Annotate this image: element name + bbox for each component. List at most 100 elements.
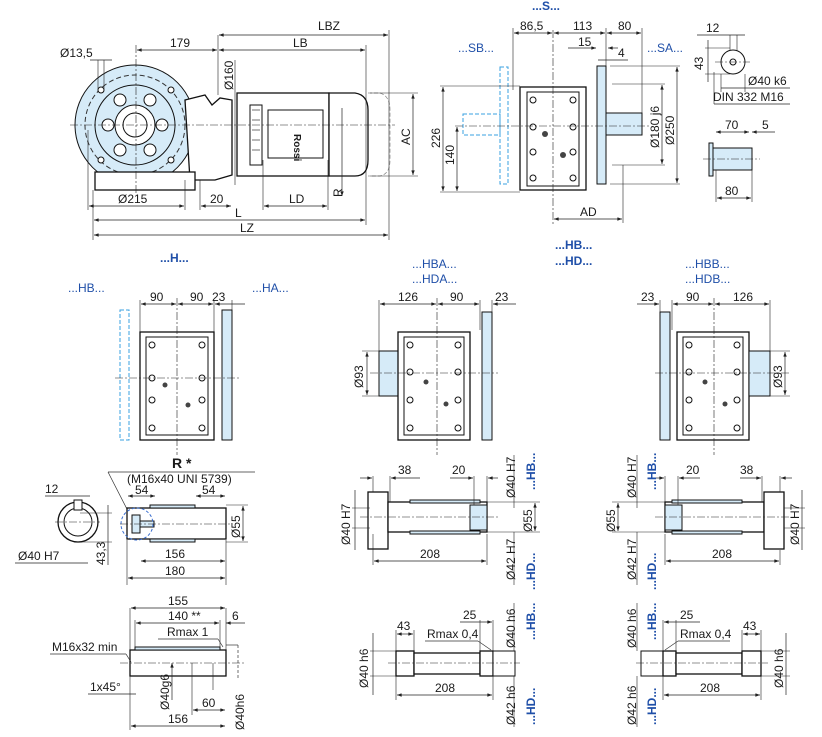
dim-43: 43: [743, 619, 757, 633]
dim-20: 20: [210, 192, 224, 206]
hba-version-view: ...HBA... ...HDA... 126 90 23 Ø93: [352, 257, 516, 455]
dim-6: 6: [232, 609, 239, 623]
dim-lb: LB: [293, 36, 308, 50]
dim-r: R: [331, 188, 345, 197]
dim-155: 155: [168, 594, 188, 608]
label-ha: ...HA...: [252, 281, 289, 295]
dim-d93: Ø93: [352, 365, 366, 388]
dim-226: 226: [429, 128, 443, 148]
roughness-rmax-0-4: Rmax 0,4: [680, 627, 732, 641]
dim-113: 113: [573, 19, 592, 33]
customer-shaft-detail: 155 140 ** 6 Rmax 1 M16x32 min 1x45° Ø40…: [50, 594, 247, 730]
title-hbb: ...HBB...: [685, 257, 730, 271]
dim-90-left: 90: [150, 290, 164, 304]
dim-ld: LD: [289, 192, 305, 206]
title-hba: ...HBA...: [412, 257, 457, 271]
dim-80-shaft: 80: [725, 184, 739, 198]
dim-38: 38: [398, 463, 412, 477]
dim-23: 23: [495, 290, 509, 304]
chamfer-1x45: 1x45°: [90, 680, 121, 694]
hb-hollow-shaft-b: 20 38 Ø40 H7 ...HB... Ø55 Ø42 H7 ...HD..…: [604, 453, 805, 590]
label-hb: ...HB...: [645, 453, 659, 490]
dim-d40-h7-right: Ø40 H7: [788, 503, 802, 545]
detail-r-spec: (M16x40 UNI 5739): [127, 472, 232, 486]
dim-23: 23: [641, 290, 655, 304]
dim-4: 4: [618, 46, 625, 60]
dim-25: 25: [680, 608, 694, 622]
dim-38: 38: [740, 463, 754, 477]
dim-15: 15: [578, 35, 592, 49]
dim-90-right: 90: [190, 290, 204, 304]
solid-shaft-a: 43 25 Rmax 0,4 Ø40 h6 Ø40 h6 ...HB... Ø4…: [357, 603, 538, 727]
label-hb: ...HB...: [68, 281, 105, 295]
gearmotor-side-view: Rossi LBZ LB 179 Ø13,5 Ø160 Ø215 20 LD R…: [60, 19, 418, 240]
label-hd: ...HD...: [524, 688, 538, 725]
dim-d40-k6: Ø40 k6: [748, 74, 787, 88]
dim-d42-h6: Ø42 h6: [625, 685, 639, 725]
dim-d42-h7: Ø42 H7: [625, 538, 639, 580]
thread-m16x32: M16x32 min: [52, 640, 117, 654]
dim-d42-h7: Ø42 H7: [504, 538, 518, 580]
title-hda: ...HDA...: [412, 272, 457, 286]
dim-5: 5: [762, 118, 769, 132]
dim-180: 180: [165, 564, 185, 578]
dim-60: 60: [202, 696, 216, 710]
dim-126: 126: [733, 290, 753, 304]
dim-80: 80: [618, 19, 632, 33]
dim-208: 208: [700, 681, 720, 695]
dim-156: 156: [165, 547, 185, 561]
dim-d55: Ø55: [604, 509, 618, 532]
hollow-shaft-detail: R * (M16x40 UNI 5739) 12 Ø40 H7 43,3 54 …: [15, 455, 255, 585]
dim-70: 70: [725, 118, 739, 132]
dim-d40-h7: Ø40 H7: [18, 549, 60, 563]
dim-lbz: LBZ: [318, 19, 340, 33]
dim-d250: Ø250: [663, 115, 677, 145]
label-sb: ...SB...: [458, 41, 494, 55]
title-h: ...H...: [160, 251, 189, 265]
dim-126: 126: [398, 290, 418, 304]
dim-d55: Ø55: [229, 515, 243, 538]
s-version-view: ...S... ...SB... ...SA... 86,5 113 80 15…: [429, 0, 683, 225]
dim-d40-h6: Ø40 h6: [504, 608, 518, 648]
roughness-rmax-1: Rmax 1: [167, 625, 209, 639]
dim-d160: Ø160: [222, 60, 236, 90]
solid-shaft-b: 25 Rmax 0,4 43 Ø40 h6 ...HB... Ø42 h6 ..…: [625, 603, 790, 727]
dim-43: 43: [692, 56, 706, 70]
dim-d40-h6-left: Ø40 h6: [357, 648, 371, 688]
dim-key-12: 12: [706, 21, 720, 35]
dim-d40-h7: Ø40 H7: [504, 456, 518, 498]
dim-156: 156: [168, 712, 188, 726]
label-hb: ...HB...: [524, 603, 538, 640]
dim-ad: AD: [580, 205, 597, 219]
dim-140: 140: [443, 145, 457, 165]
dim-key-12: 12: [45, 482, 59, 496]
dim-d42-h6: Ø42 h6: [504, 685, 518, 725]
dim-d40h6: Ø40h6: [233, 694, 247, 730]
dim-d40-h6: Ø40 h6: [625, 608, 639, 648]
dim-43-3: 43,3: [94, 541, 108, 565]
dim-d40-h7: Ø40 H7: [625, 456, 639, 498]
dim-208: 208: [420, 547, 440, 561]
title-hd: ...HD...: [555, 254, 592, 268]
dim-l: L: [235, 206, 242, 220]
label-hb: ...HB...: [645, 603, 659, 640]
hbb-version-view: ...HBB... ...HDB... 23 90 126 Ø93: [637, 257, 790, 455]
label-sa: ...SA...: [647, 41, 683, 55]
title-hdb: ...HDB...: [685, 272, 730, 286]
label-hd: ...HD...: [524, 553, 538, 590]
dim-d55: Ø55: [521, 509, 535, 532]
dim-d40g6: Ø40g6: [158, 674, 172, 710]
h-version-view: ...H... ...HB... ...HA... 90 90 23: [68, 251, 289, 455]
dim-54-left: 54: [135, 483, 149, 497]
dim-ac: AC: [399, 128, 413, 145]
dim-d40-h6-right: Ø40 h6: [772, 648, 786, 688]
dim-90: 90: [686, 290, 700, 304]
dim-54-right: 54: [202, 483, 216, 497]
dim-d40-h7-left: Ø40 H7: [339, 503, 353, 545]
dim-20: 20: [686, 463, 700, 477]
dim-179: 179: [170, 36, 190, 50]
dim-d215: Ø215: [118, 192, 148, 206]
dim-25: 25: [463, 608, 477, 622]
dim-208: 208: [435, 681, 455, 695]
